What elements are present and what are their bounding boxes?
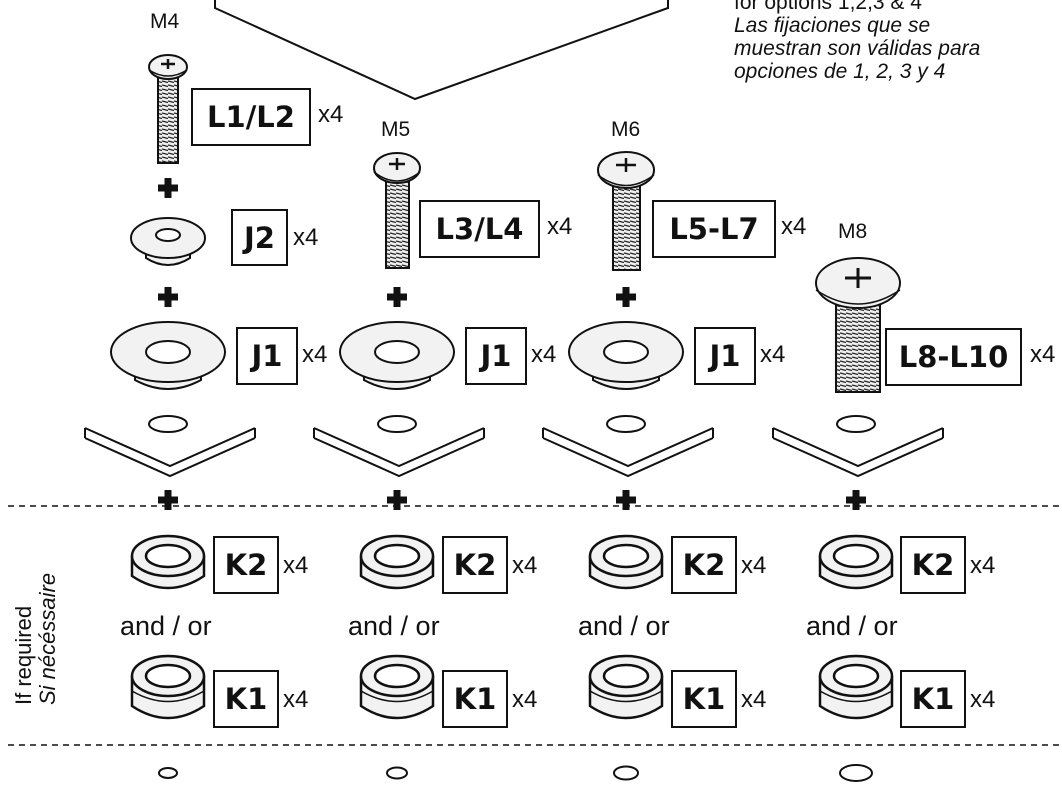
part-badge-k1: K1 — [900, 670, 966, 728]
bracket-plates — [84, 427, 944, 478]
part-badge-j1: J1 — [236, 327, 298, 385]
plus-icon — [616, 490, 636, 510]
washer-j1-col2 — [339, 321, 455, 390]
quantity-label: x4 — [970, 686, 996, 713]
and-or-label: and / or — [120, 611, 212, 641]
plus-icon — [158, 287, 178, 307]
screw-m4 — [148, 54, 188, 164]
part-badge-l5-l7: L5-L7 — [652, 200, 776, 258]
washer-j1-col3 — [568, 321, 684, 390]
note-line-1: for options 1,2,3 & 4 — [734, 0, 922, 14]
note-line-4: opciones de 1, 2, 3 y 4 — [734, 60, 946, 83]
bracket-plate — [542, 427, 714, 478]
screw-m8 — [815, 257, 901, 393]
tv-corner-drawing — [214, 0, 669, 101]
plus-icon — [158, 178, 178, 198]
spacer-k2 — [588, 534, 664, 590]
if-required-label: If required Si nécéssaire — [11, 572, 60, 705]
plus-icons — [158, 178, 866, 510]
screw-m5 — [373, 152, 421, 269]
screw-size-label: M8 — [838, 220, 868, 243]
quantity-label: x4 — [547, 213, 573, 240]
spacer-k1 — [818, 654, 894, 720]
part-badge-k1: K1 — [671, 670, 737, 728]
part-badge-l3-l4: L3/L4 — [419, 200, 540, 258]
part-badge-k2: K2 — [442, 536, 508, 594]
quantity-label: x4 — [970, 552, 996, 579]
quantity-label: x4 — [302, 341, 328, 368]
quantity-label: x4 — [741, 552, 767, 579]
washer-j1-col1 — [110, 321, 226, 390]
screw-size-label: M4 — [150, 10, 180, 33]
plus-icon — [846, 490, 866, 510]
spacer-k1 — [130, 654, 206, 720]
quantity-label: x4 — [781, 213, 807, 240]
bottom-holes — [158, 764, 873, 782]
part-badge-k2: K2 — [213, 536, 279, 594]
screw-size-label: M5 — [381, 118, 411, 141]
part-badge-j1: J1 — [465, 327, 527, 385]
hole-markers — [148, 415, 876, 433]
fixing-note: for options 1,2,3 & 4 Las fijaciones que… — [734, 0, 980, 83]
quantity-label: x4 — [283, 686, 309, 713]
spacer-j2 — [130, 217, 206, 266]
hole-icon — [148, 415, 188, 433]
quantity-label: x4 — [283, 552, 309, 579]
spacers-k2 — [130, 534, 894, 590]
note-line-2: Las fijaciones que se — [734, 14, 931, 37]
hole-icon — [158, 767, 178, 779]
spacer-k1 — [359, 654, 435, 720]
spacer-k2 — [818, 534, 894, 590]
bracket-plate — [84, 427, 256, 478]
quantity-label: x4 — [318, 101, 344, 128]
screw-size-label: M6 — [611, 118, 641, 141]
quantity-label: x4 — [293, 224, 319, 251]
quantity-label: x4 — [512, 686, 538, 713]
quantity-label: x4 — [512, 552, 538, 579]
hole-icon — [836, 415, 876, 433]
bracket-plate — [772, 427, 944, 478]
hole-icon — [839, 764, 873, 782]
and-or-label: and / or — [348, 611, 440, 641]
hole-icon — [377, 415, 417, 433]
hole-icon — [606, 415, 646, 433]
quantity-label: x4 — [531, 341, 557, 368]
spacer-k1 — [588, 654, 664, 720]
plus-icon — [387, 490, 407, 510]
part-badge-k2: K2 — [900, 536, 966, 594]
side-label-line-2: Si nécéssaire — [35, 572, 60, 705]
part-badge-l8-l10: L8-L10 — [885, 328, 1022, 386]
plus-icon — [387, 287, 407, 307]
and-or-label: and / or — [806, 611, 898, 641]
bracket-plate — [313, 427, 485, 478]
hole-icon — [613, 765, 639, 781]
plus-icon — [158, 490, 178, 510]
side-label-line-1: If required — [11, 605, 36, 705]
part-badge-k1: K1 — [442, 670, 508, 728]
part-badge-k2: K2 — [671, 536, 737, 594]
spacer-k2 — [130, 534, 206, 590]
spacer-k2 — [359, 534, 435, 590]
and-or-label: and / or — [578, 611, 670, 641]
part-badge-j2: J2 — [231, 209, 288, 266]
quantity-label: x4 — [1030, 341, 1056, 368]
part-badge-j1: J1 — [694, 327, 756, 385]
screw-m6 — [597, 151, 655, 271]
spacers-k1 — [130, 654, 894, 720]
note-line-3: muestran son válidas para — [734, 37, 981, 60]
part-badge-k1: K1 — [213, 670, 279, 728]
part-badge-l1-l2: L1/L2 — [191, 88, 311, 146]
quantity-label: x4 — [741, 686, 767, 713]
plus-icon — [616, 287, 636, 307]
quantity-label: x4 — [760, 341, 786, 368]
hole-icon — [386, 766, 408, 780]
